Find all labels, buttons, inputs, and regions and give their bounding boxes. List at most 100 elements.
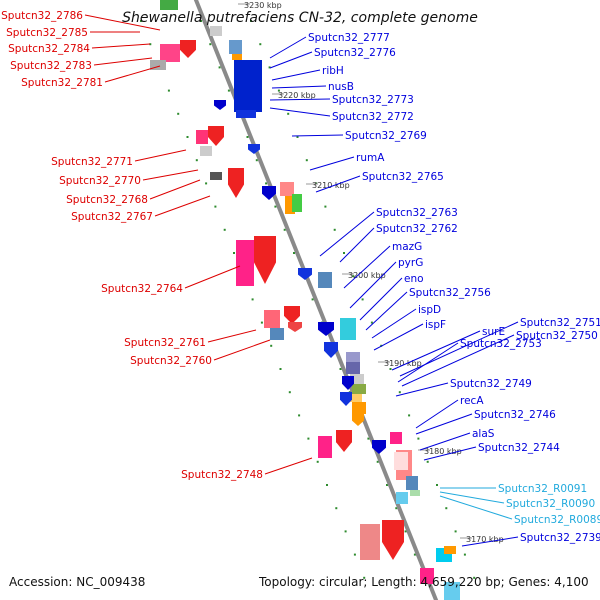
right-gene-label[interactable]: Sputcn32_2739: [520, 532, 600, 544]
label-connector: [93, 57, 153, 66]
label-connector: [349, 261, 397, 309]
track-dot: [227, 89, 230, 92]
right-gene-label[interactable]: Sputcn32_2751: [520, 317, 600, 329]
gene-feature: [318, 322, 334, 336]
tick-label: 3210 kbp: [312, 181, 350, 190]
track-dot: [404, 530, 407, 533]
right-gene-label[interactable]: Sputcn32_R0089: [514, 514, 600, 526]
track-dot: [367, 437, 370, 440]
label-connector: [269, 36, 307, 59]
label-connector: [319, 211, 375, 257]
right-gene-label[interactable]: Sputcn32_2753: [460, 338, 542, 350]
right-gene-label[interactable]: Sputcn32_2763: [376, 207, 458, 219]
right-gene-label[interactable]: alaS: [472, 428, 495, 440]
right-gene-label[interactable]: rumA: [356, 152, 385, 164]
gene-feature: [372, 440, 386, 454]
track-dot: [324, 205, 327, 208]
gene-feature: [214, 100, 226, 110]
right-gene-label[interactable]: Sputcn32_R0091: [498, 483, 587, 495]
right-gene-label[interactable]: nusB: [328, 81, 354, 93]
gene-feature: [288, 322, 302, 332]
track-dot: [315, 182, 318, 185]
right-gene-label[interactable]: Sputcn32_2772: [332, 111, 414, 123]
right-gene-label[interactable]: Sputcn32_2777: [308, 32, 390, 44]
left-gene-label[interactable]: Sputcn32_2784: [8, 43, 90, 55]
right-gene-label[interactable]: Sputcn32_2750: [516, 330, 598, 342]
right-gene-label[interactable]: Sputcn32_2776: [314, 47, 396, 59]
gene-feature: [318, 272, 332, 288]
label-connector: [154, 195, 211, 217]
label-connector: [104, 65, 161, 83]
right-gene-label[interactable]: Sputcn32_2744: [478, 442, 560, 454]
track-dot: [195, 159, 198, 162]
left-gene-label[interactable]: Sputcn32_2761: [124, 337, 206, 349]
right-gene-label[interactable]: ispF: [425, 319, 446, 331]
left-gene-label[interactable]: Sputcn32_2748: [181, 469, 263, 481]
gene-feature: [150, 60, 166, 70]
left-gene-label[interactable]: Sputcn32_2785: [6, 27, 88, 39]
left-gene-label[interactable]: Sputcn32_2767: [71, 211, 153, 223]
label-connector: [91, 43, 151, 49]
label-connector: [419, 432, 471, 451]
gene-feature: [262, 186, 276, 200]
right-gene-label[interactable]: eno: [404, 273, 424, 285]
label-connector: [291, 134, 344, 137]
label-connector: [269, 98, 331, 101]
right-gene-label[interactable]: surE: [482, 326, 505, 338]
gene-feature: [318, 436, 332, 458]
left-gene-label[interactable]: Sputcn32_2771: [51, 156, 133, 168]
gene-feature: [444, 546, 456, 554]
gene-feature: [348, 394, 362, 402]
right-gene-label[interactable]: Sputcn32_2746: [474, 409, 556, 421]
label-connector: [213, 339, 271, 361]
right-gene-label[interactable]: Sputcn32_2773: [332, 94, 414, 106]
right-gene-label[interactable]: Sputcn32_2762: [376, 223, 458, 235]
right-gene-label[interactable]: mazG: [392, 241, 422, 253]
left-gene-label[interactable]: Sputcn32_2770: [59, 175, 141, 187]
genome-stats-text: Topology: circular; Length: 4,659,220 bp…: [259, 575, 589, 589]
label-connector: [142, 169, 199, 181]
track-dot: [333, 228, 336, 231]
left-gene-label[interactable]: Sputcn32_2786: [1, 10, 83, 22]
track-dot: [305, 159, 308, 162]
label-connector: [269, 51, 313, 69]
track-dot: [298, 414, 301, 417]
gene-feature: [292, 194, 302, 212]
label-connector: [399, 321, 519, 377]
right-gene-label[interactable]: Sputcn32_2749: [450, 378, 532, 390]
left-gene-label[interactable]: Sputcn32_2781: [21, 77, 103, 89]
gene-feature: [229, 40, 242, 54]
track-dot: [214, 205, 217, 208]
gene-features: [150, 0, 460, 600]
right-gene-label[interactable]: pyrG: [398, 257, 423, 269]
right-gene-label[interactable]: ispD: [418, 304, 441, 316]
right-gene-label[interactable]: recA: [460, 395, 484, 407]
gene-feature: [285, 196, 295, 214]
left-gene-label[interactable]: Sputcn32_2760: [130, 355, 212, 367]
gene-feature: [254, 236, 276, 284]
right-gene-label[interactable]: Sputcn32_2756: [409, 287, 491, 299]
left-gene-label[interactable]: Sputcn32_2783: [10, 60, 92, 72]
left-gene-label[interactable]: Sputcn32_2768: [66, 194, 148, 206]
gene-feature: [342, 376, 354, 390]
gene-feature: [228, 168, 244, 198]
track-dot: [209, 43, 212, 46]
track-dot: [268, 66, 271, 69]
right-gene-label[interactable]: Sputcn32_2769: [345, 130, 427, 142]
right-gene-label[interactable]: Sputcn32_R0090: [506, 498, 595, 510]
right-gene-label[interactable]: ribH: [322, 65, 344, 77]
label-connector: [423, 446, 477, 461]
track-dot: [426, 460, 429, 463]
label-connector: [134, 149, 187, 162]
gene-feature: [340, 318, 356, 340]
right-gene-label[interactable]: Sputcn32_2765: [362, 171, 444, 183]
track-dot: [260, 321, 263, 324]
left-gene-label[interactable]: Sputcn32_2764: [101, 283, 183, 295]
gene-feature: [350, 374, 364, 384]
gene-feature: [346, 362, 360, 374]
track-dot: [389, 368, 392, 370]
track-dot: [274, 205, 277, 208]
track-dot: [218, 66, 221, 69]
track-dot: [463, 553, 466, 556]
track-dot: [279, 368, 282, 370]
